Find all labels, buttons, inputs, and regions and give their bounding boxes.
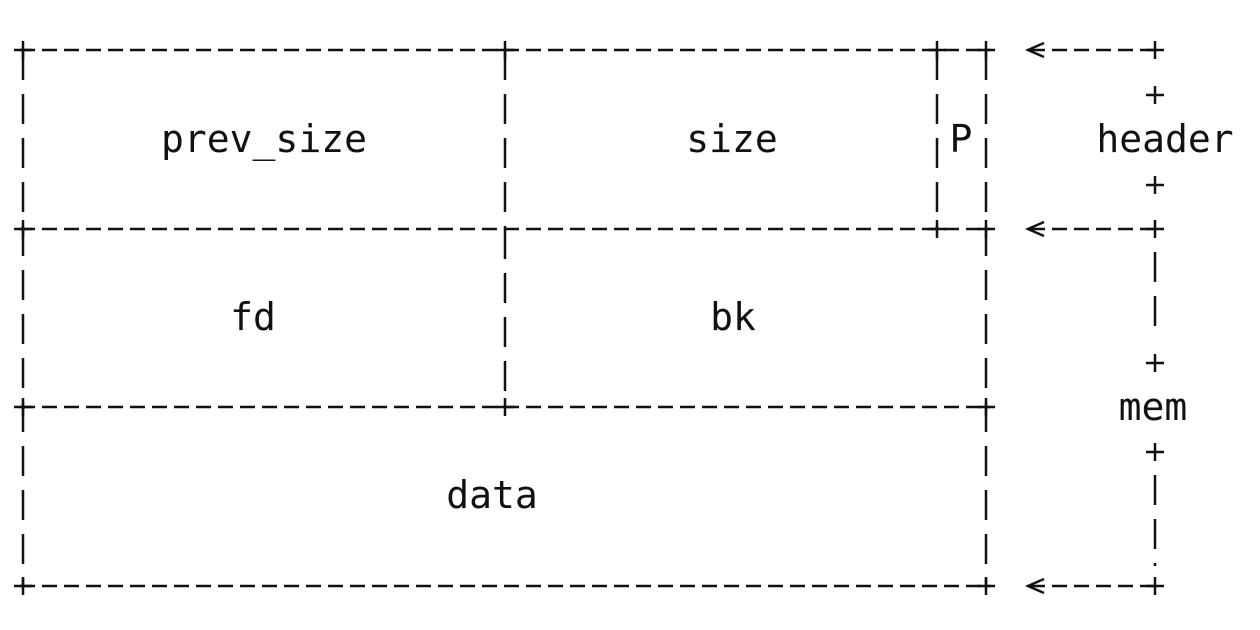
plus-marker [1146, 354, 1164, 372]
mem-bottom-arrowhead [1024, 577, 1045, 595]
plus-marker [977, 41, 995, 59]
plus-marker [14, 41, 32, 59]
plus-marker [977, 220, 995, 238]
plus-marker [14, 220, 32, 238]
plus-marker [14, 577, 32, 595]
plus-marker [1146, 41, 1164, 59]
plus-markers [14, 41, 1164, 595]
bk-label: bk [710, 295, 756, 339]
p-flag-label: P [950, 117, 973, 161]
header-bottom-arrowhead [1024, 220, 1045, 238]
plus-marker [1146, 220, 1164, 238]
size-label: size [686, 117, 778, 161]
mem-annotation: mem [1119, 385, 1188, 429]
plus-marker [928, 220, 946, 238]
prev-size-label: prev_size [161, 117, 367, 162]
header-annotation: header [1096, 117, 1233, 161]
fd-label: fd [230, 295, 276, 339]
plus-marker [1146, 577, 1164, 595]
plus-marker [1146, 443, 1164, 461]
plus-marker [977, 577, 995, 595]
header-top-arrowhead [1024, 41, 1045, 59]
plus-marker [977, 398, 995, 416]
plus-marker [928, 41, 946, 59]
plus-marker [14, 398, 32, 416]
plus-marker [1146, 176, 1164, 194]
plus-marker [496, 398, 514, 416]
plus-marker [1146, 86, 1164, 104]
data-label: data [446, 473, 538, 517]
plus-marker [496, 41, 514, 59]
